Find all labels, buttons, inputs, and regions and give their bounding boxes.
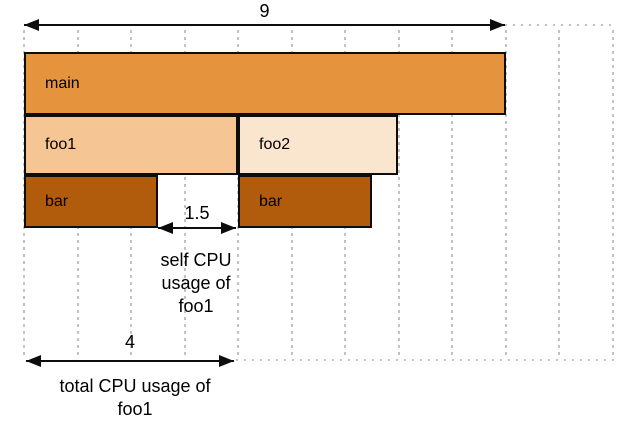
grid-line-vertical	[612, 30, 614, 358]
frame-bar-right-label: bar	[259, 192, 283, 210]
frame-main: main	[24, 52, 506, 115]
frame-foo1: foo1	[24, 115, 238, 175]
measure-arrow-total-foo1	[26, 360, 234, 362]
grid-line-vertical	[558, 30, 560, 358]
grid-line-horizontal-bottom	[236, 359, 614, 361]
grid-line-vertical	[451, 30, 453, 358]
frame-bar-right: bar	[238, 175, 372, 228]
caption-self-foo1: self CPU usage of foo1	[160, 250, 232, 316]
frame-bar-left-label: bar	[45, 192, 69, 210]
measure-value-total-foo1: 4	[124, 332, 135, 352]
frame-bar-left: bar	[24, 175, 158, 228]
grid-line-vertical	[505, 30, 507, 358]
frame-foo2-label: foo2	[259, 136, 291, 153]
frame-foo1-label: foo1	[45, 136, 77, 153]
frame-foo2: foo2	[238, 115, 398, 175]
measure-value-self-foo1: 1.5	[184, 203, 210, 223]
frame-main-label: main	[45, 74, 80, 92]
grid-line-vertical	[398, 30, 400, 358]
caption-total-foo1: total CPU usage of foo1	[59, 376, 211, 419]
measure-value-total-program: 9	[259, 1, 270, 21]
measure-arrow-self-foo1	[158, 227, 236, 229]
measure-arrow-total-program	[24, 24, 505, 26]
grid-line-vertical	[184, 30, 186, 358]
grid-line-horizontal-top	[505, 24, 614, 26]
